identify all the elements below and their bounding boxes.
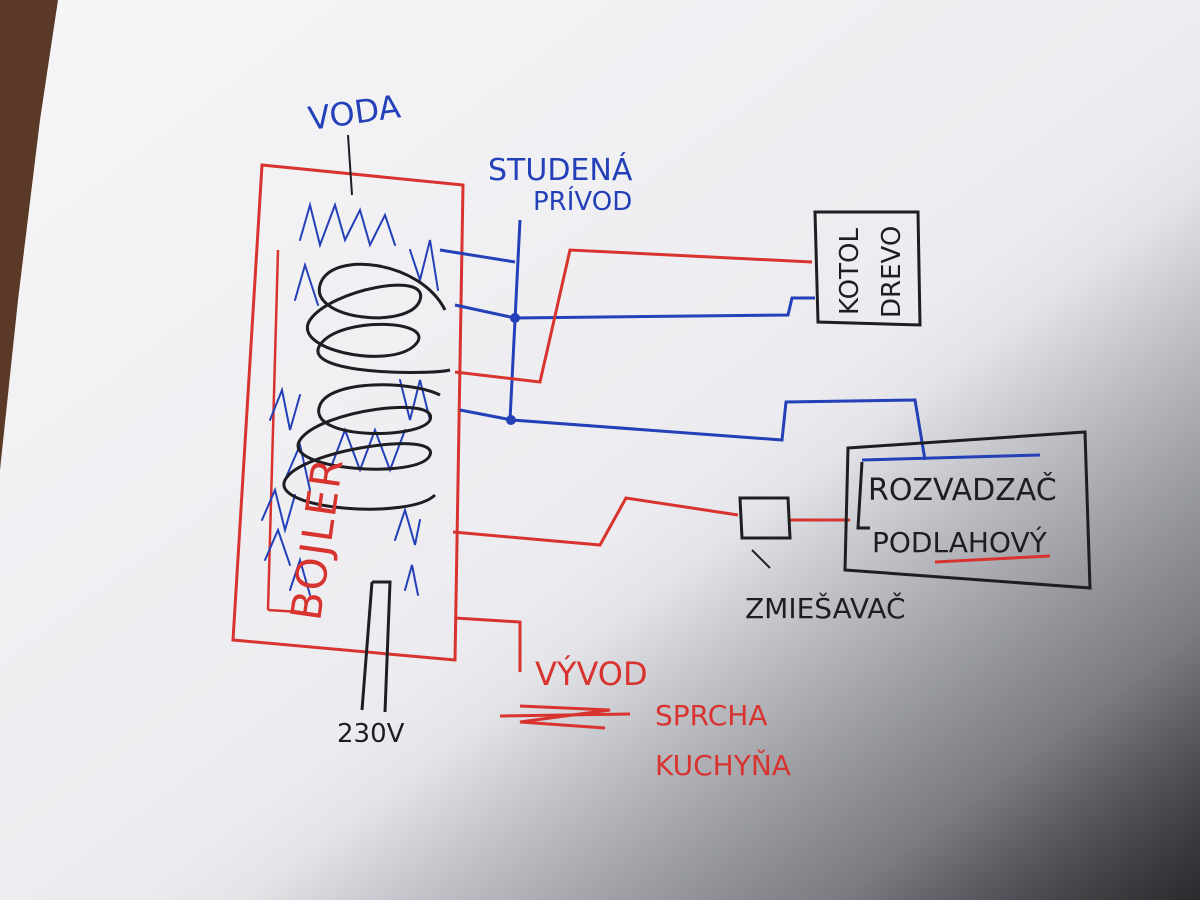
kuchyna-label: KUCHYŇA: [655, 748, 791, 782]
junction-dot-1: [510, 313, 520, 323]
zmiesavac-label: ZMIEŠAVAČ: [745, 591, 906, 625]
studena-label: STUDENÁ: [488, 152, 633, 188]
vyvod-label: VÝVOD: [535, 655, 648, 693]
sprcha-label: SPRCHA: [655, 699, 767, 732]
kotol-label: KOTOL: [835, 228, 865, 315]
rozvadzac-label: ROZVADZAČ: [868, 471, 1057, 508]
drevo-label: DREVO: [877, 226, 907, 318]
podlahovy-label: PODLAHOVÝ: [872, 525, 1048, 559]
voltage-label: 230V: [337, 719, 405, 749]
privod-label: PRÍVOD: [533, 185, 632, 217]
junction-dot-2: [506, 415, 516, 425]
